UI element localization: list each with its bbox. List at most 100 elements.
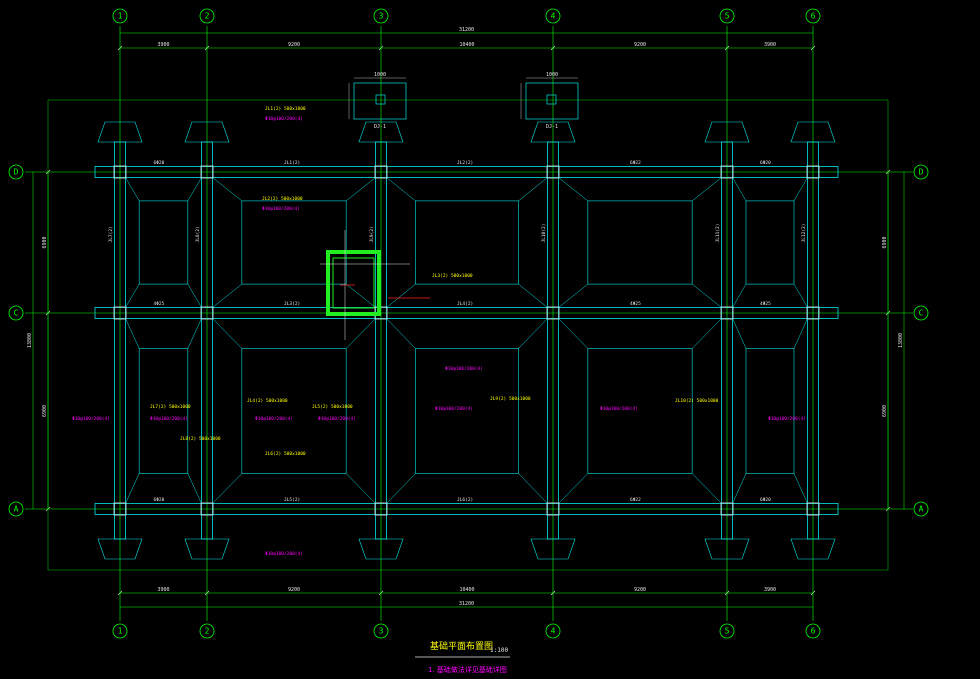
dim-value: 6900 (882, 405, 888, 417)
haunch-line (125, 283, 140, 308)
beam-label: 4Φ25 (760, 301, 771, 307)
annotation-yellow: JL3(2) 500x1000 (432, 273, 473, 279)
beam-label-col: JL9(2) (369, 226, 375, 242)
beam-label-col: JL10(2) (541, 224, 547, 243)
haunch-line (187, 283, 202, 308)
dim-total: 31200 (459, 601, 474, 607)
edge-footing (790, 538, 836, 560)
haunch-line (691, 473, 722, 504)
haunch-line (346, 283, 376, 308)
beam-label-col: JL12(2) (801, 224, 807, 243)
haunch-line (518, 318, 548, 349)
edge-footing (184, 538, 230, 560)
haunch-line (187, 177, 202, 202)
detail-dj1-left: 1000 DJ-1 (348, 72, 407, 130)
column (374, 502, 388, 516)
haunch-line (212, 283, 242, 308)
haunch-line (125, 318, 140, 349)
axis-label-col: 2 (205, 627, 210, 636)
dim-value: 6900 (882, 236, 888, 248)
axis-label-row: A (919, 505, 924, 514)
axis-label-row: C (14, 309, 19, 318)
axis-label-col: 5 (725, 627, 730, 636)
panel-inner (415, 200, 519, 285)
dim-value: 10400 (459, 42, 474, 48)
highlight-column-section (320, 230, 430, 340)
detail-label: DJ-1 (546, 124, 558, 130)
axis-label-row: D (919, 168, 924, 177)
haunch-line (793, 318, 808, 349)
haunch-line (691, 318, 722, 349)
haunch-line (345, 318, 376, 349)
haunch-line (212, 177, 242, 202)
annotation-magenta: Φ10@100/200(4) (600, 406, 638, 412)
haunch-line (732, 177, 747, 202)
annotation-yellow: JL2(2) 500x1000 (262, 196, 303, 202)
haunch-line (212, 318, 243, 349)
beam-label: JL5(2) (284, 497, 300, 503)
annotation-magenta: Φ10@100/200(4) (255, 416, 293, 422)
column (546, 306, 560, 320)
axis-bubble (8, 305, 24, 321)
annotation-magenta: Φ10@100/200(4) (318, 416, 356, 422)
axis-bubble (373, 623, 389, 639)
detail-size: 1000 (546, 72, 558, 78)
haunch-line (125, 177, 140, 202)
edge-footing (704, 538, 750, 560)
panel-inner (138, 200, 189, 285)
edge-footing (530, 121, 576, 143)
column (720, 165, 734, 179)
annotation-yellow: JL4(2) 500x1000 (247, 398, 288, 404)
panel-inner (587, 200, 693, 285)
axis-label-col: 4 (551, 12, 556, 21)
dim-value: 3900 (157, 587, 169, 593)
annotation-yellow: JL6(2) 500x1000 (265, 451, 306, 457)
annotation-magenta: Φ10@100/200(4) (262, 206, 300, 212)
edge-footing (530, 538, 576, 560)
column (113, 165, 127, 179)
axis-label-col: 3 (379, 627, 384, 636)
haunch-line (125, 473, 140, 504)
axis-label-col: 1 (118, 627, 123, 636)
haunch-line (187, 473, 202, 504)
axis-bubble (545, 623, 561, 639)
annotation-magenta: Φ10@100/200(4) (150, 416, 188, 422)
axis-bubble (913, 501, 929, 517)
beam-label-col: JL7(2) (108, 226, 114, 242)
axis-bubble (373, 8, 389, 24)
axis-label-row: C (919, 309, 924, 318)
axis-label-col: 2 (205, 12, 210, 21)
panel-inner (587, 348, 693, 474)
annotation-yellow: JL8(2) 500x1000 (180, 436, 221, 442)
edge-footing (790, 121, 836, 143)
beam-label-col: JL8(2) (195, 226, 201, 242)
panel-inner (745, 200, 795, 285)
column (720, 306, 734, 320)
edge-footing (358, 121, 404, 143)
panel-inner (241, 200, 347, 285)
detail-size: 1000 (374, 72, 386, 78)
detail-label: DJ-1 (374, 124, 386, 130)
column (806, 165, 820, 179)
edge-footing (97, 121, 143, 143)
haunch-line (732, 283, 747, 308)
panel-inner (241, 348, 347, 474)
dim-value: 9200 (634, 587, 646, 593)
beam-label: JL6(2) (457, 497, 473, 503)
axis-label-col: 1 (118, 12, 123, 21)
column (720, 502, 734, 516)
edge-footing (97, 538, 143, 560)
foundation-beams (94, 141, 839, 540)
haunch-line (793, 177, 808, 202)
beam-label-col: JL11(2) (715, 224, 721, 243)
axis-bubble (719, 8, 735, 24)
annotation-yellow: JL1(2) 500x1000 (265, 106, 306, 112)
dim-total: 31200 (459, 27, 474, 33)
panel-inner (415, 348, 519, 474)
haunch-line (558, 283, 588, 308)
beam-label: 6Φ22 (630, 497, 641, 503)
footing-pads (97, 121, 836, 560)
haunch-line (386, 473, 416, 504)
